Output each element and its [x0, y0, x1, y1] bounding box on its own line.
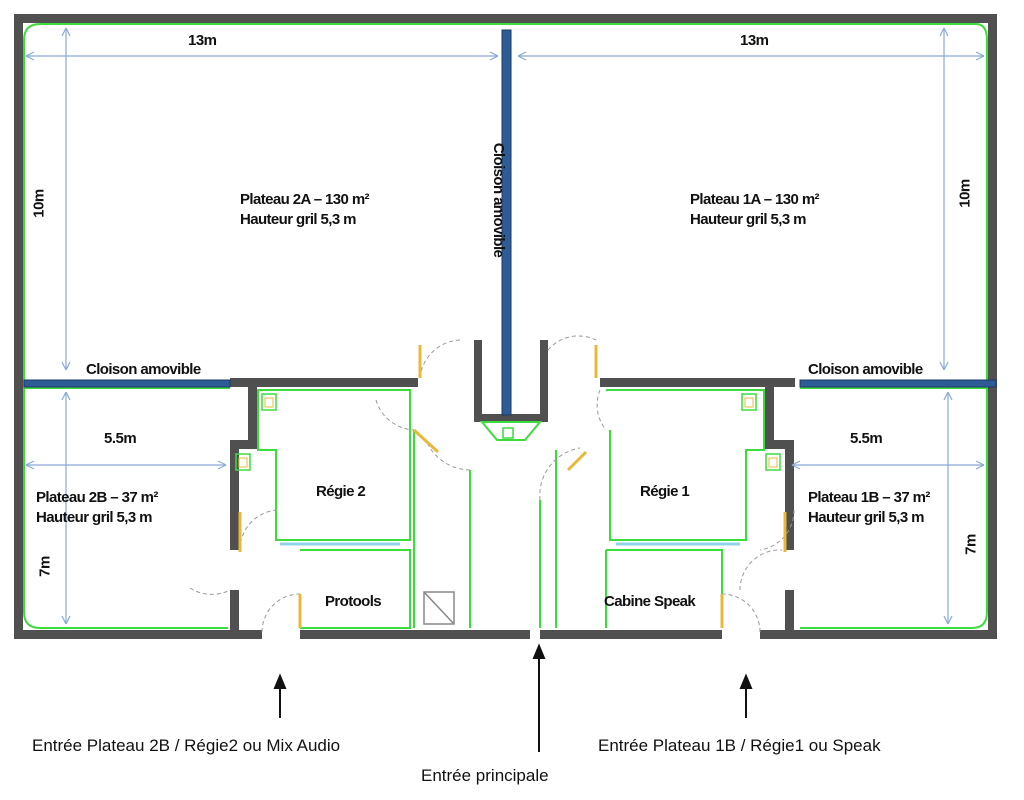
dim-bottom-right-height: 7m — [962, 534, 980, 555]
door-swings — [189, 335, 795, 633]
interior-walls — [230, 340, 795, 638]
entrance-arrows — [273, 643, 753, 752]
removable-partitions — [23, 29, 997, 416]
regie-1-label: Régie 1 — [640, 483, 690, 500]
plateau-1b-height: Hauteur gril 5,3 m — [808, 509, 925, 526]
regie-2-label: Régie 2 — [316, 483, 366, 500]
cabine-speak-label: Cabine Speak — [604, 593, 696, 610]
dim-right-height: 10m — [956, 179, 974, 208]
protools-label: Protools — [325, 593, 382, 610]
cloison-right-label: Cloison amovible — [808, 361, 923, 378]
door-leaves — [238, 345, 787, 628]
dim-top-right-width: 13m — [740, 32, 769, 49]
plateau-1a-name: Plateau 1A – 130 m² — [690, 191, 820, 208]
outer-walls — [14, 14, 997, 639]
pillar-square — [502, 427, 514, 439]
entrance-right-label: Entrée Plateau 1B / Régie1 ou Speak — [598, 736, 881, 755]
cloison-center-label: Cloison amovible — [490, 142, 507, 258]
plateau-1b-label: Plateau 1B – 37 m² Hauteur gril 5,3 m — [808, 488, 930, 528]
plateau-1a-height: Hauteur gril 5,3 m — [690, 211, 807, 228]
plateau-2b-height: Hauteur gril 5,3 m — [36, 509, 153, 526]
plateau-2b-name: Plateau 2B – 37 m² — [36, 489, 158, 506]
dim-bottom-right-width: 5.5m — [850, 430, 883, 447]
elevator-box — [423, 591, 455, 625]
plateau-1a-label: Plateau 1A – 130 m² Hauteur gril 5,3 m — [690, 190, 820, 230]
plateau-2a-label: Plateau 2A – 130 m² Hauteur gril 5,3 m — [240, 190, 370, 230]
duct-squares — [235, 393, 781, 471]
inner-outline — [23, 23, 988, 629]
dim-top-left-width: 13m — [188, 32, 217, 49]
dim-left-height: 10m — [30, 189, 48, 218]
dim-bottom-left-height: 7m — [36, 556, 54, 577]
dim-bottom-left-width: 5.5m — [104, 430, 137, 447]
plateau-1b-name: Plateau 1B – 37 m² — [808, 489, 930, 506]
entrance-main-label: Entrée principale — [421, 766, 549, 785]
dimension-lines — [25, 27, 985, 625]
plateau-2b-label: Plateau 2B – 37 m² Hauteur gril 5,3 m — [36, 488, 158, 528]
plateau-2a-height: Hauteur gril 5,3 m — [240, 211, 357, 228]
room-outlines — [257, 389, 765, 629]
plateau-2a-name: Plateau 2A – 130 m² — [240, 191, 370, 208]
duct-squares-inner — [238, 397, 778, 468]
cloison-left-label: Cloison amovible — [86, 361, 201, 378]
entrance-left-label: Entrée Plateau 2B / Régie2 ou Mix Audio — [32, 736, 341, 755]
